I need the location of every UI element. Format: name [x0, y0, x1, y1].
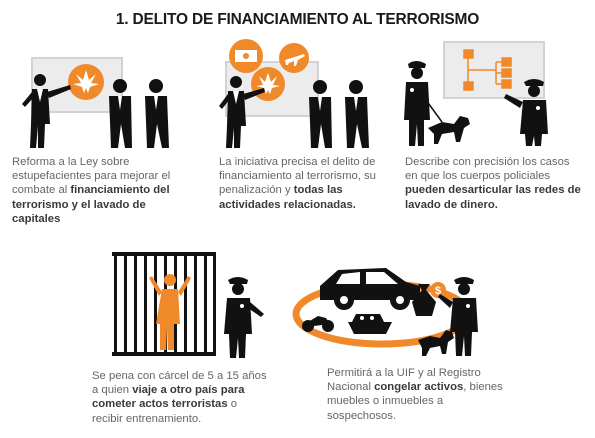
illustration-prison — [108, 250, 278, 360]
airplane-icon — [279, 43, 309, 73]
cannabis-icon — [251, 67, 285, 101]
money-bill-icon — [229, 39, 263, 73]
presenter-figure — [22, 74, 71, 148]
police-dog-icon — [425, 99, 470, 144]
money-bag-icon: $ — [412, 282, 446, 316]
caption-frozen-assets: Permitirá a la UIF y al Registro Naciona… — [327, 367, 503, 422]
police-officer-icon — [438, 277, 478, 356]
illustration-reform — [14, 52, 184, 150]
presenter-figure — [219, 76, 265, 148]
officials-figures — [309, 80, 369, 148]
org-chart-icon — [463, 49, 512, 91]
illustration-police-networks — [398, 38, 570, 148]
police-officer-icon — [404, 61, 430, 146]
caption-prison: Se pena con cárcel de 5 a 15 años a quie… — [92, 370, 267, 425]
page-title: 1. DELITO DE FINANCIAMIENTO AL TERRORISM… — [115, 11, 480, 28]
prisoner-figure — [149, 274, 191, 350]
cannabis-icon — [68, 64, 104, 100]
caption-initiative: La iniciativa precisa el delito de finan… — [219, 156, 376, 211]
police-officer-icon — [504, 79, 548, 146]
illustration-initiative — [212, 36, 388, 150]
svg-text:$: $ — [435, 285, 441, 297]
police-officer-icon — [224, 277, 264, 358]
caption-reform: Reforma a la Ley sobre estupefacientes p… — [12, 156, 171, 225]
car-icon — [320, 268, 420, 310]
illustration-frozen-assets: $ — [290, 260, 500, 360]
officials-figures — [109, 79, 169, 148]
caption-police-networks: Describe con precisión los casos en que … — [405, 156, 581, 211]
police-dog-icon — [418, 330, 454, 356]
boat-icon — [348, 314, 392, 334]
motorcycle-icon — [302, 316, 334, 332]
